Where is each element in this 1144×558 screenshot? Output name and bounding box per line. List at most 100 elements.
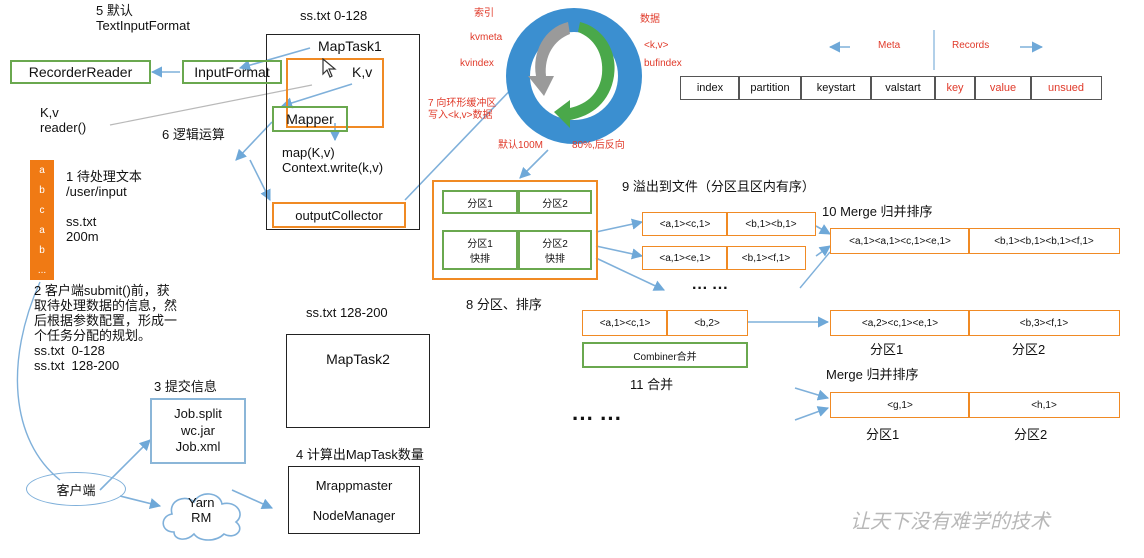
edge-to-merge2-b <box>794 406 830 421</box>
merge2-partition-label: 分区1 <box>866 427 900 442</box>
edge-spill2-to-merge <box>815 245 831 257</box>
job-files-label: Job.split wc.jar Job.xml <box>174 405 222 455</box>
recorder-reader-box: RecorderReader <box>10 60 151 84</box>
file-cell: b <box>39 184 45 196</box>
spill-more-dots: ··· ··· <box>692 280 729 297</box>
combined-partition-label: 分区1 <box>870 342 904 357</box>
edge-partition-to-spill1 <box>595 218 644 233</box>
edge-partition-to-spill2 <box>595 245 644 260</box>
merge2-cell: <h,1> <box>968 392 1120 418</box>
partition-label: 分区2 <box>542 198 568 210</box>
meta-field: partition <box>738 76 802 100</box>
client-node: 客户端 <box>26 472 126 506</box>
file-cell: a <box>39 224 45 236</box>
partition-sort-box-2: 分区2 快排 <box>518 230 592 270</box>
meta-field: keystart <box>800 76 872 100</box>
spill-cell: <a,1><e,1> <box>642 246 728 270</box>
ring-arrows-icon <box>528 22 615 128</box>
combiner-box: Combiner合并 <box>582 342 748 368</box>
edge-file-to-client <box>16 281 61 481</box>
step2-label: 2 客户端submit()前，获 取待处理数据的信息，然 后根据参数配置，形成一… <box>34 283 178 373</box>
partition-sort-label: 分区2 快排 <box>542 239 568 265</box>
spill-cell: <b,1><f,1> <box>726 246 806 270</box>
meta-label: Meta <box>878 40 901 51</box>
combined-partition-label: 分区2 <box>1012 342 1046 357</box>
step9-label: 9 溢出到文件（分区且区内有序） <box>622 179 815 194</box>
step5-label: 5 默认 TextInputFormat <box>96 3 190 33</box>
mrappmaster-label: Mrappmaster NodeManager <box>312 477 396 523</box>
map-code-label: map(K,v) Context.write(k,v) <box>282 145 384 175</box>
reader-call-label: K,v reader() <box>40 105 87 135</box>
step3-label: 3 提交信息 <box>154 379 217 394</box>
edge-merge-tail <box>799 251 831 289</box>
file-cell: b <box>39 244 45 256</box>
yarn-cloud-icon <box>162 493 241 541</box>
records-field: value <box>974 76 1032 100</box>
merge2-cell: <g,1> <box>830 392 970 418</box>
edge-yarn-to-mrappmaster <box>231 489 274 509</box>
edge-partition-to-more <box>595 257 666 291</box>
records-field: unsued <box>1030 76 1102 100</box>
combined-cell: <b,3><f,1> <box>968 310 1120 336</box>
file-cell: c <box>39 204 45 216</box>
kv-flow-box <box>286 58 384 128</box>
output-collector-label: outputCollector <box>295 207 383 223</box>
watermark: 让天下没有难学的技术 <box>850 509 1050 533</box>
combiner-input-cell: <b,2> <box>666 310 748 336</box>
input-file-column: a b c a b ... <box>30 160 54 280</box>
ring-kvindex-label: kvindex <box>460 58 494 69</box>
mapper-label: Mapper <box>286 111 334 127</box>
ring-kvmeta-label: kvmeta <box>470 32 503 43</box>
partition-group <box>432 180 598 280</box>
ring-default-size: 默认100M <box>498 140 544 151</box>
partition-box-1: 分区1 <box>442 190 518 214</box>
step6-label: 6 逻辑运算 <box>162 127 225 142</box>
ring-data-label: 数据 <box>640 14 660 25</box>
merged-cell: <b,1><b,1><b,1><f,1> <box>968 228 1120 254</box>
input-format-box: InputFormat <box>182 60 282 84</box>
edge-maptask-to-inputformat <box>238 47 311 71</box>
edge-client-to-yarn <box>119 495 162 509</box>
maptask1-label: MapTask1 <box>318 38 382 54</box>
output-collector-box: outputCollector <box>272 202 406 228</box>
edge-to-merge2-a <box>794 387 830 401</box>
records-label: Records <box>952 40 990 51</box>
partition-box-2: 分区2 <box>518 190 592 214</box>
spill-cell: <b,1><b,1> <box>726 212 816 236</box>
step1-label: 1 待处理文本 /user/input ss.txt 200m <box>66 169 142 244</box>
step4-label: 4 计算出MapTask数量 <box>296 447 424 462</box>
maptask2-label: MapTask2 <box>326 351 390 367</box>
cursor-icon <box>322 58 337 78</box>
input-split-label: ss.txt 0-128 <box>300 8 368 23</box>
maptask2-box: MapTask2 <box>286 334 430 428</box>
step8-label: 8 分区、排序 <box>466 297 542 312</box>
merge2-label: Merge 归并排序 <box>826 367 919 382</box>
meta-field: index <box>680 76 740 100</box>
combiner-label: Combiner合并 <box>633 351 697 363</box>
more-tasks-dots: ··· ··· <box>572 406 623 431</box>
step11-label: 11 合并 <box>630 377 674 392</box>
partition-label: 分区1 <box>467 198 493 210</box>
file-cell: a <box>39 164 45 176</box>
split2-label: ss.txt 128-200 <box>306 305 388 320</box>
combined-cell: <a,2><c,1><e,1> <box>830 310 970 336</box>
job-files-box: Job.split wc.jar Job.xml <box>150 398 246 464</box>
mapper-box: Mapper <box>272 106 348 132</box>
records-field: key <box>934 76 976 100</box>
edge-reader-to-maptask <box>109 84 313 126</box>
ring-kv-label: <k,v> <box>644 40 669 51</box>
merge2-partition-label: 分区2 <box>1014 427 1048 442</box>
ring-reverse-label: 80%,后反向 <box>572 140 625 151</box>
file-cell: ... <box>37 264 47 276</box>
maptask1-container <box>266 34 420 230</box>
meta-field: valstart <box>870 76 936 100</box>
edge-ring-to-partitions <box>519 149 549 179</box>
edge-collector-to-ring <box>404 79 521 201</box>
edge-spill1-to-merge <box>815 224 831 235</box>
mrappmaster-box: Mrappmaster NodeManager <box>288 466 420 534</box>
step7-label: 7 向环形缓冲区 写入<k,v>数据 <box>428 98 497 121</box>
spill-cell: <a,1><c,1> <box>642 212 728 236</box>
step10-label: 10 Merge 归并排序 <box>822 204 933 219</box>
